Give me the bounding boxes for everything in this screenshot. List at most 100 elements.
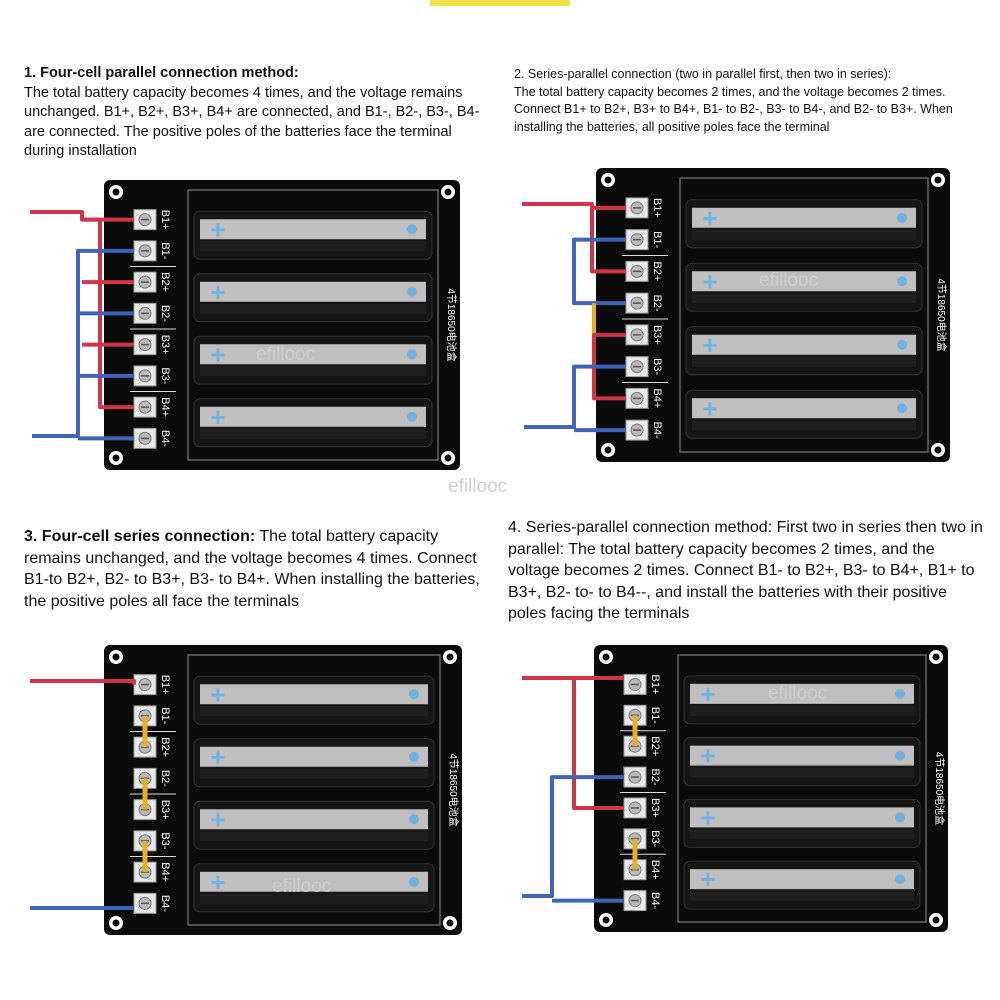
terminal-label-B4-: B4-	[651, 422, 663, 439]
battery-holder-frame	[187, 654, 441, 926]
negative-spring-icon	[409, 751, 419, 762]
panel3-caption: 3. Four-cell series connection: The tota…	[24, 526, 494, 612]
panel1-body: The total battery capacity becomes 4 tim…	[24, 84, 480, 160]
terminal-label-B1+: B1+	[159, 675, 171, 695]
battery-contact-strip	[200, 684, 428, 705]
battery-contact-strip	[692, 398, 916, 419]
battery-slot-shadow	[200, 428, 426, 439]
blue-wire-main	[524, 364, 626, 429]
mounting-hole-inner	[112, 919, 120, 927]
terminal-label-B3-: B3-	[159, 832, 171, 849]
battery-slot-shadow	[200, 241, 426, 252]
mounting-hole-inner	[604, 176, 612, 184]
mounting-hole-inner	[602, 916, 610, 924]
board-side-label: 4节18650电池盒	[447, 753, 460, 826]
red-wire-link	[572, 678, 624, 810]
mounting-hole-inner	[602, 653, 610, 661]
terminal-label-B3+: B3+	[651, 325, 663, 345]
terminal-label-B2-: B2-	[159, 305, 171, 322]
terminal-label-B1+: B1+	[651, 198, 663, 218]
panel2-body: The total battery capacity becomes 2 tim…	[514, 84, 953, 134]
terminal-label-B1-: B1-	[649, 707, 661, 724]
battery-contact-strip	[690, 683, 914, 704]
panel1-title: 1. Four-cell parallel connection method:	[24, 65, 299, 81]
battery-slot-shadow	[200, 893, 428, 904]
watermark-3: efillooc	[448, 476, 508, 497]
mounting-hole-inner	[604, 446, 612, 454]
terminal-label-B4-: B4-	[159, 430, 171, 447]
mounting-hole-inner	[444, 454, 452, 462]
panel2-title: 2. Series-parallel connection (two in pa…	[514, 67, 892, 81]
blue-wire-link	[572, 237, 626, 306]
terminal-label-B4-: B4-	[649, 892, 661, 909]
battery-holder-frame	[679, 177, 929, 453]
negative-spring-icon	[407, 224, 417, 235]
red-wire-main	[30, 679, 136, 685]
battery-slot-shadow	[200, 706, 428, 717]
plus-icon: +	[702, 203, 717, 233]
board-4: B1+B1-B2+B2-B3+B3-B4+B4-++++4节18650电池盒	[594, 645, 948, 932]
terminal-label-B3+: B3+	[159, 800, 171, 820]
battery-contact-strip	[200, 871, 428, 892]
mounting-hole-inner	[934, 446, 942, 454]
board-side-label: 4节18650电池盒	[935, 278, 948, 351]
battery-contact-strip	[200, 809, 428, 830]
terminal-label-B1-: B1-	[159, 242, 171, 259]
plus-icon: +	[210, 277, 225, 307]
terminal-label-B1-: B1-	[651, 231, 663, 248]
mounting-hole-inner	[112, 454, 120, 462]
watermark-5: efillooc	[272, 876, 332, 897]
mounting-hole-inner	[932, 653, 940, 661]
negative-spring-icon	[409, 689, 419, 700]
terminal-label-B3-: B3-	[651, 358, 663, 375]
terminal-label-B2+: B2+	[159, 272, 171, 292]
terminal-label-B3+: B3+	[159, 335, 171, 355]
battery-slot-shadow	[690, 767, 914, 778]
plus-icon: +	[210, 804, 225, 834]
negative-spring-icon	[407, 411, 417, 422]
plus-icon: +	[702, 266, 717, 296]
battery-contact-strip	[200, 344, 426, 365]
panel1-caption: 1. Four-cell parallel connection method:…	[24, 64, 494, 162]
terminal-label-B3+: B3+	[649, 798, 661, 818]
board-1: B1+B1-B2+B2-B3+B3-B4+B4-++++4节18650电池盒	[104, 180, 460, 470]
plus-icon: +	[700, 864, 715, 894]
battery-slot-shadow	[200, 768, 428, 779]
terminal-label-B2-: B2-	[651, 295, 663, 312]
battery-slot-shadow	[692, 229, 916, 240]
blue-wire-main	[522, 775, 624, 898]
panel3-title: 3. Four-cell series connection:	[24, 528, 256, 545]
mounting-hole-inner	[444, 188, 452, 196]
battery-contact-strip	[692, 334, 916, 355]
negative-spring-icon	[897, 403, 907, 414]
terminal-label-B4+: B4+	[159, 397, 171, 417]
terminal-label-B2-: B2-	[159, 770, 171, 787]
plus-icon: +	[210, 679, 225, 709]
battery-contact-strip	[200, 281, 426, 302]
battery-slot-shadow	[692, 293, 916, 304]
terminal-label-B2-: B2-	[649, 769, 661, 786]
panel3-body: The total battery capacity remains uncha…	[24, 528, 480, 610]
plus-icon: +	[210, 402, 225, 432]
watermark-4: efillooc	[768, 683, 828, 704]
terminal-label-B1+: B1+	[649, 674, 661, 694]
negative-spring-icon	[895, 750, 905, 761]
blue-wire-main	[32, 248, 134, 438]
terminal-label-B2+: B2+	[651, 261, 663, 281]
battery-holder-frame	[187, 189, 439, 461]
board-3: B1+B1-B2+B2-B3+B3-B4+B4-++++4节18650电池盒	[104, 645, 462, 935]
panel2-caption: 2. Series-parallel connection (two in pa…	[514, 66, 984, 136]
mounting-hole-inner	[446, 919, 454, 927]
plus-icon: +	[210, 742, 225, 772]
battery-contact-strip	[690, 807, 914, 828]
plus-icon: +	[700, 679, 715, 709]
watermark-1: efillooc	[256, 344, 316, 365]
negative-spring-icon	[407, 286, 417, 297]
mounting-hole-inner	[934, 176, 942, 184]
plus-icon: +	[700, 741, 715, 771]
negative-spring-icon	[409, 814, 419, 825]
negative-spring-icon	[409, 876, 419, 887]
mounting-hole-inner	[112, 188, 120, 196]
terminal-label-B4+: B4+	[159, 862, 171, 882]
terminal-label-B3-: B3-	[649, 830, 661, 847]
